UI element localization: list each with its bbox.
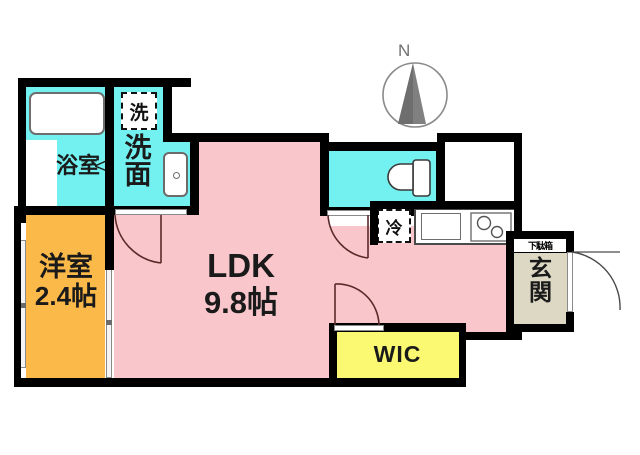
room-ldk-upper-right: [199, 142, 329, 216]
washer-space-box: 洗: [121, 92, 157, 130]
room-label-bathroom: 浴室: [55, 153, 100, 178]
wall-ldk-right-vertical: [514, 133, 522, 205]
wall-bath-wash-divider: [105, 86, 114, 214]
wall-kitchen-back: [370, 201, 522, 209]
room-label-entrance: 玄 関: [514, 256, 567, 304]
wall-wash-step-top: [163, 133, 199, 142]
sliding-door-mullion: [106, 320, 112, 325]
bathtub-fixture: [29, 92, 105, 135]
fridge-space-label: 冷: [385, 218, 403, 238]
wall-ldk-right-edge: [458, 332, 466, 387]
wall-western-left: [14, 206, 21, 386]
washroom-label-char1: 洗: [124, 133, 152, 163]
wall-entrance-bottom: [506, 324, 574, 332]
ldk-room-name: LDK: [207, 247, 275, 284]
room-label-western: 洋室 2.4帖: [26, 252, 106, 311]
window-western-left-mullion: [20, 303, 26, 308]
wall-ldk-right-below-entrance: [465, 332, 522, 340]
wall-bath-left: [18, 78, 26, 223]
door-swing-entrance: [571, 251, 621, 311]
door-washroom-panel: [115, 209, 187, 215]
washroom-label-char2: 面: [124, 160, 152, 190]
stove-fixture: [470, 212, 512, 242]
wall-ldk-top-right: [437, 133, 522, 142]
door-wic-panel: [334, 325, 384, 331]
wall-kitchen-right: [514, 201, 522, 245]
room-entrance: [514, 252, 567, 324]
wall-wash-right-upper: [163, 86, 172, 141]
shoe-box-fixture: 下駄箱: [512, 238, 568, 253]
wall-western-bottom: [14, 378, 114, 387]
western-room-name: 洋室: [39, 252, 93, 282]
wall-entrance-left: [506, 231, 514, 332]
wall-wash-right-lower: [190, 133, 199, 214]
wall-ldk-bottom: [105, 378, 385, 387]
entrance-label-char1: 玄: [529, 255, 552, 281]
vanity-sink-fixture: [163, 152, 188, 197]
wall-bath-top: [18, 78, 191, 87]
kitchen-sink-fixture: [421, 213, 461, 240]
wall-ldk-top-left: [190, 133, 329, 142]
wall-entrance-top: [506, 231, 574, 239]
room-wic: [336, 332, 459, 379]
compass-rose: [380, 60, 450, 130]
vanity-sink-drain: [173, 172, 180, 179]
wall-wic-top: [329, 323, 466, 332]
wall-kitchen-left: [370, 207, 378, 245]
wall-toilet-right: [436, 142, 445, 216]
room-western: [26, 215, 105, 378]
ldk-room-size: 9.8帖: [203, 284, 279, 320]
western-room-size: 2.4帖: [34, 281, 98, 312]
entrance-label-char2: 関: [529, 279, 552, 306]
bathroom-entry-strip: [24, 140, 57, 208]
door-entrance-panel: [567, 252, 573, 312]
wall-toilet-top: [320, 142, 445, 151]
wall-wic-left: [329, 323, 337, 387]
shoe-box-label: 下駄箱: [527, 241, 553, 251]
room-label-wic: WIC: [373, 341, 422, 367]
wall-entrance-right-top: [566, 231, 574, 253]
compass-north-label: N: [398, 41, 411, 60]
wall-entrance-right-bottom: [566, 312, 574, 332]
washer-space-label: 洗: [129, 102, 149, 124]
wall-western-right-top: [105, 206, 114, 270]
room-label-washroom: 洗 面: [118, 135, 158, 189]
wall-toilet-left: [320, 142, 329, 216]
toilet-bowl-fixture: [387, 159, 431, 197]
room-label-ldk: LDK 9.8帖: [176, 247, 306, 321]
fridge-space-box: 冷: [377, 209, 411, 243]
wall-wic-bottom: [329, 378, 466, 387]
